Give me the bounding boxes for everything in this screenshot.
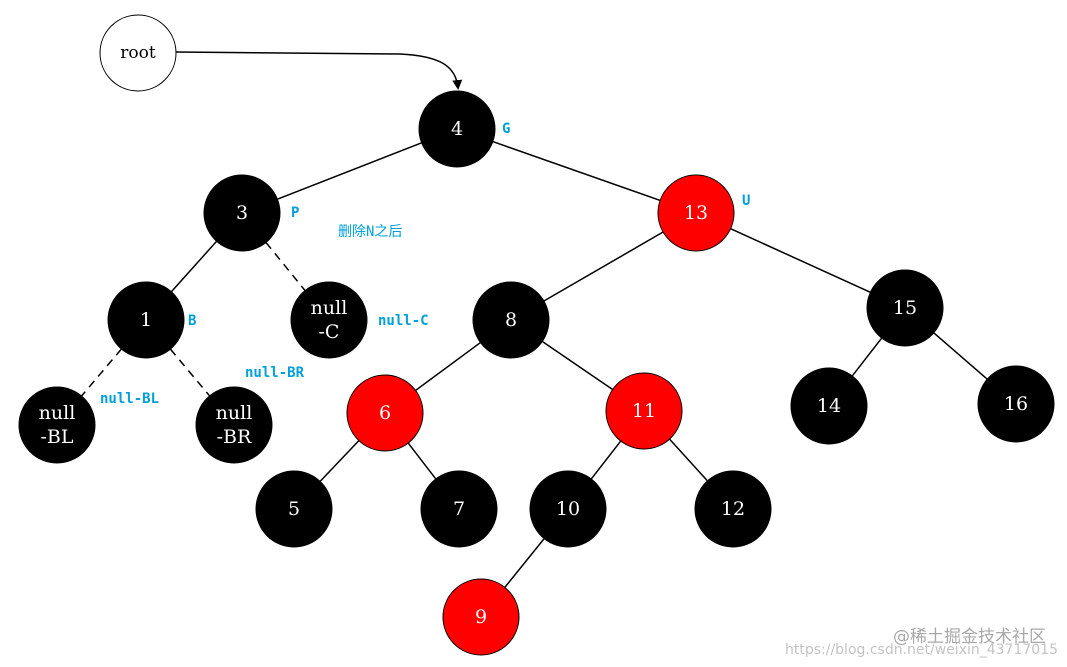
- edge-n3-n1: [170, 240, 218, 293]
- edge-n11-n12: [668, 438, 709, 482]
- node-label: 5: [288, 498, 300, 520]
- node-circle: [418, 90, 496, 168]
- node-circle: [195, 386, 273, 464]
- node-label: 11: [632, 400, 656, 422]
- node-circle: [420, 470, 498, 548]
- node-label: 1: [140, 309, 152, 331]
- edge-n8-n11: [541, 340, 614, 391]
- tree-node-4: 4: [418, 90, 496, 168]
- edge-n11-n10: [590, 440, 622, 480]
- node-circle: [866, 269, 944, 347]
- tree-node-13: 13: [657, 174, 735, 252]
- tree-node-16: 16: [977, 365, 1055, 443]
- node-label: 6: [379, 402, 391, 424]
- node-circle: [442, 578, 520, 656]
- tree-node-12: 12: [694, 470, 772, 548]
- root-pointer-arrow: [175, 51, 463, 90]
- node-circle: [977, 365, 1055, 443]
- edge-n13-n8: [543, 231, 664, 302]
- node-circle: [107, 281, 185, 359]
- annotation-p: P: [291, 205, 299, 221]
- nodes-layer: 4 3 13 1 null-C 8 15 null-BL null-BR 6 11 14 16 5 7 10 1…: [18, 90, 1055, 656]
- tree-node-10: 10: [529, 470, 607, 548]
- tree-node-6: 6: [346, 374, 424, 452]
- node-circle: [346, 374, 424, 452]
- tree-node-15: 15: [866, 269, 944, 347]
- edge-n4-n13: [492, 140, 661, 202]
- node-circle: [472, 281, 550, 359]
- node-label: null-BR: [216, 402, 253, 448]
- node-label: 4: [451, 118, 463, 140]
- tree-node-9: 9: [442, 578, 520, 656]
- node-label: 9: [475, 606, 487, 628]
- watermark-url: https://blog.csdn.net/weixin_43717015: [785, 642, 1058, 658]
- node-label: 3: [236, 202, 248, 224]
- tree-node-nullbl: null-BL: [18, 386, 96, 464]
- tree-node-nullc: null-C: [290, 281, 368, 359]
- edges-layer: [80, 140, 988, 588]
- annotation-null-br: null-BR: [245, 365, 305, 381]
- node-circle: [657, 174, 735, 252]
- edge-n15-n16: [933, 332, 988, 380]
- edge-n8-n6: [415, 341, 481, 392]
- node-label: 13: [684, 202, 708, 224]
- edge-n1-nnullBR: [169, 348, 211, 397]
- annotation-null-c: null-C: [378, 313, 429, 329]
- tree-node-5: 5: [255, 470, 333, 548]
- tree-node-14: 14: [790, 367, 868, 445]
- edge-n6-n7: [407, 442, 437, 480]
- edge-n1-nnullBL: [80, 348, 123, 397]
- annotation-delete-note: 删除N之后: [338, 224, 402, 240]
- annotation-g: G: [502, 121, 510, 137]
- annotation-u: U: [742, 193, 750, 209]
- node-label: 12: [721, 498, 745, 520]
- node-circle: [18, 386, 96, 464]
- node-circle: [529, 470, 607, 548]
- tree-node-11: 11: [605, 372, 683, 450]
- root-node: root: [99, 14, 177, 92]
- edge-n15-n14: [851, 337, 883, 377]
- tree-node-8: 8: [472, 281, 550, 359]
- watermark-brand: @稀土掘金技术社区: [893, 627, 1046, 647]
- tree-node-3: 3: [203, 174, 281, 252]
- node-label: null-BL: [39, 402, 76, 448]
- annotation-b: B: [188, 313, 196, 329]
- edge-n6-n5: [319, 440, 360, 482]
- tree-node-nullbr: null-BR: [195, 386, 273, 464]
- node-circle: [694, 470, 772, 548]
- root-label: root: [120, 43, 156, 63]
- tree-node-1: 1: [107, 281, 185, 359]
- annotation-null-bl: null-BL: [100, 391, 159, 407]
- node-label: 10: [556, 498, 580, 520]
- node-circle: [790, 367, 868, 445]
- node-label: 16: [1004, 393, 1028, 415]
- tree-node-7: 7: [420, 470, 498, 548]
- edge-n13-n15: [730, 228, 871, 293]
- node-label: 15: [893, 297, 917, 319]
- node-label: null-C: [311, 297, 348, 343]
- node-circle: [290, 281, 368, 359]
- node-label: 7: [453, 498, 465, 520]
- node-circle: [203, 174, 281, 252]
- node-circle: [255, 470, 333, 548]
- edge-n3-nnullC: [265, 242, 306, 291]
- edge-n4-n3: [277, 142, 422, 200]
- node-circle: [605, 372, 683, 450]
- edge-n10-n9: [504, 538, 545, 588]
- node-label: 14: [817, 395, 841, 417]
- node-label: 8: [505, 309, 517, 331]
